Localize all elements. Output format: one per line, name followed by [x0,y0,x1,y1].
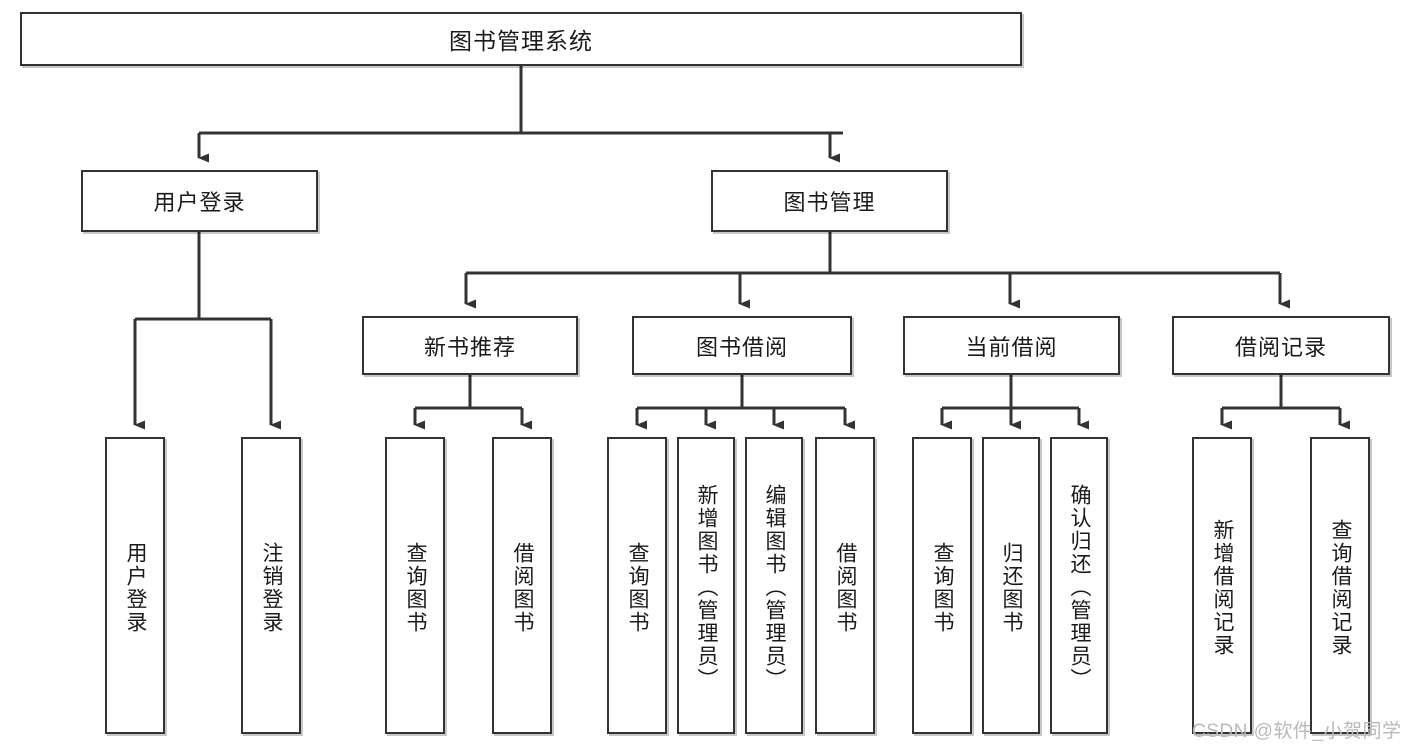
node-leaf-user-login-label: 用户登录 [124,541,148,634]
node-leaf-add-record[interactable]: 新增借阅记录 [1192,437,1252,734]
node-root-label: 图书管理系统 [449,28,593,54]
node-leaf-edit-book[interactable]: 编辑图书（管理员） [745,437,803,734]
node-leaf-user-login[interactable]: 用户登录 [105,437,165,734]
node-current-borrow-label: 当前借阅 [965,334,1058,360]
node-leaf-borrow-book-2[interactable]: 借阅图书 [815,437,875,734]
node-leaf-confirm-return-label: 确认归还（管理员） [1068,484,1092,691]
node-book-borrow[interactable]: 图书借阅 [632,316,852,375]
node-new-book-recommend[interactable]: 新书推荐 [362,316,578,375]
node-leaf-query-record-label: 查询借阅记录 [1329,518,1353,657]
node-book-manage-label: 图书管理 [783,190,876,215]
node-leaf-query-book-3-label: 查询图书 [931,541,955,634]
node-leaf-logout-login-label: 注销登录 [260,541,284,634]
node-root[interactable]: 图书管理系统 [20,12,1022,66]
node-leaf-query-book-1[interactable]: 查询图书 [385,437,445,734]
node-leaf-query-record[interactable]: 查询借阅记录 [1310,437,1370,734]
node-book-borrow-label: 图书借阅 [695,334,788,360]
node-borrow-record[interactable]: 借阅记录 [1172,316,1390,375]
node-leaf-borrow-book-1-label: 借阅图书 [511,541,535,634]
node-current-borrow[interactable]: 当前借阅 [903,316,1120,375]
node-leaf-logout-login[interactable]: 注销登录 [241,437,301,734]
node-book-manage[interactable]: 图书管理 [711,170,948,232]
node-leaf-confirm-return[interactable]: 确认归还（管理员） [1050,437,1108,734]
watermark-text: CSDN @软件_小贺同学 [1192,721,1402,742]
node-leaf-query-book-2[interactable]: 查询图书 [607,437,667,734]
node-leaf-query-book-2-label: 查询图书 [626,541,650,634]
node-leaf-query-book-1-label: 查询图书 [404,541,428,634]
node-leaf-add-book-label: 新增图书（管理员） [695,484,719,691]
node-leaf-add-record-label: 新增借阅记录 [1211,518,1235,657]
node-borrow-record-label: 借阅记录 [1234,334,1327,360]
node-leaf-return-book[interactable]: 归还图书 [982,437,1040,734]
node-leaf-borrow-book-2-label: 借阅图书 [834,541,858,634]
node-user-login[interactable]: 用户登录 [81,170,318,232]
node-leaf-borrow-book-1[interactable]: 借阅图书 [492,437,552,734]
node-new-book-recommend-label: 新书推荐 [423,334,516,360]
node-leaf-return-book-label: 归还图书 [1000,541,1024,634]
node-leaf-query-book-3[interactable]: 查询图书 [912,437,972,734]
node-leaf-add-book[interactable]: 新增图书（管理员） [677,437,735,734]
node-user-login-label: 用户登录 [153,190,246,215]
node-leaf-edit-book-label: 编辑图书（管理员） [763,484,787,691]
